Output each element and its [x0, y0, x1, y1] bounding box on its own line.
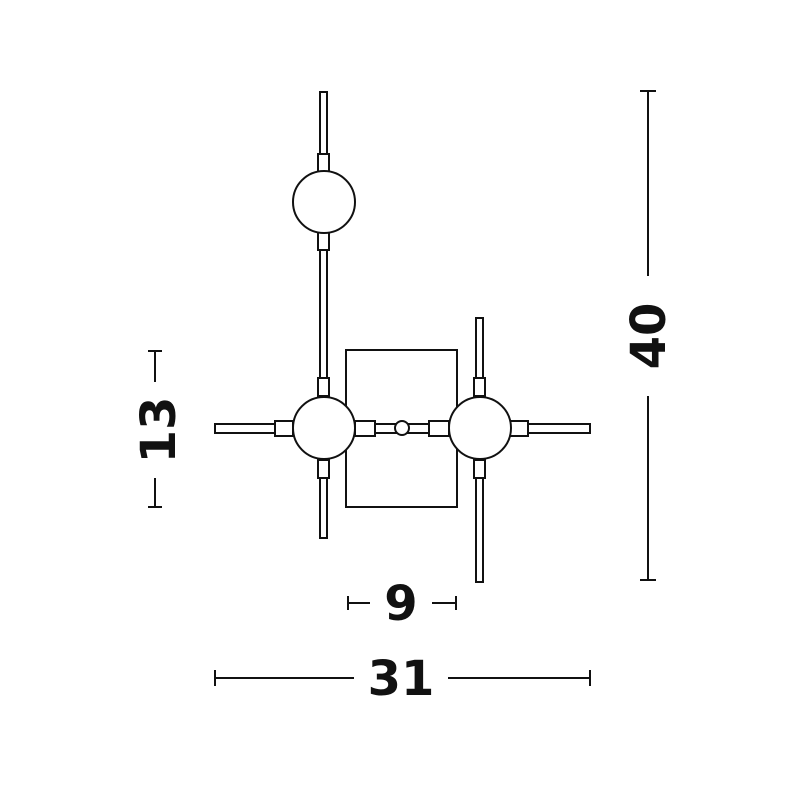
right-globe-top-rod [475, 317, 484, 381]
right-arm-connector [509, 420, 529, 437]
left-inner-connector [354, 420, 376, 437]
right-globe [448, 396, 512, 460]
top-rod [319, 91, 328, 155]
left-globe-top-connector [317, 377, 330, 397]
left-globe [292, 396, 356, 460]
dim-plate-width-label: 9 [384, 576, 417, 632]
top-globe [292, 170, 356, 234]
center-knob [394, 420, 410, 436]
right-globe-bottom-rod [475, 477, 484, 583]
right-globe-bottom-connector [473, 459, 486, 479]
right-inner-connector [428, 420, 450, 437]
left-arm-rod [214, 423, 276, 434]
top-globe-lower-connector [317, 231, 330, 251]
left-globe-bottom-rod [319, 477, 328, 539]
right-arm-rod [527, 423, 591, 434]
dim-height-label: 40 [621, 303, 677, 370]
dim-plate-height-label: 13 [131, 397, 187, 464]
top-connector [317, 153, 330, 173]
left-globe-bottom-connector [317, 459, 330, 479]
vertical-stem [319, 249, 328, 381]
right-globe-top-connector [473, 377, 486, 397]
dim-width-label: 31 [368, 651, 435, 707]
left-arm-connector [274, 420, 294, 437]
